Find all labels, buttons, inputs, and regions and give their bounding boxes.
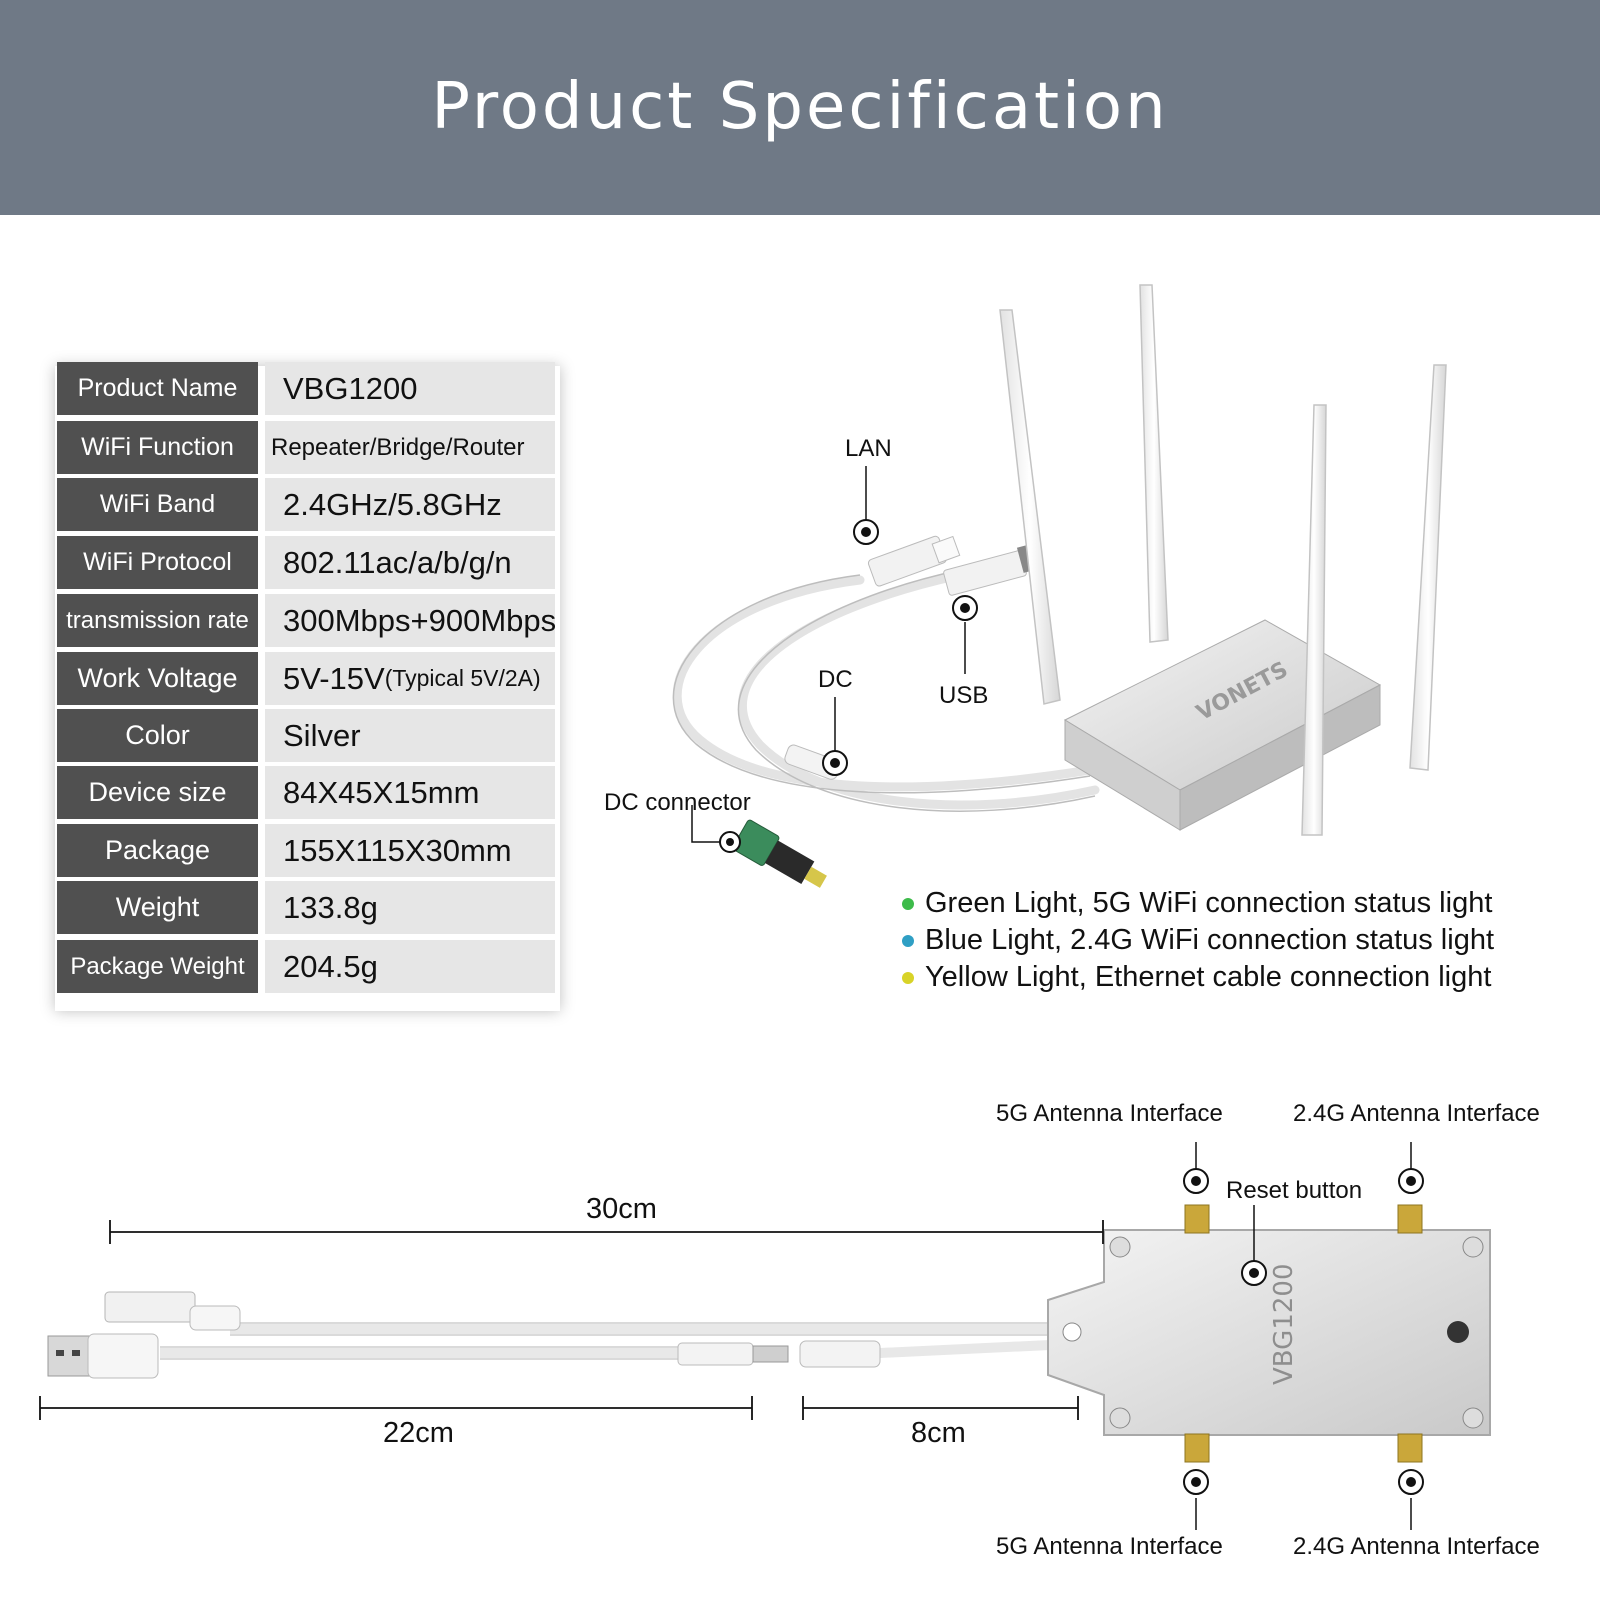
top-callout-lines	[691, 466, 966, 843]
antenna-5g-top-label: 5G Antenna Interface	[996, 1100, 1223, 1127]
antenna-24g-top-label: 2.4G Antenna Interface	[1293, 1100, 1540, 1127]
spec-label: Weight	[57, 881, 258, 934]
antenna-24g-bottom-label: 2.4G Antenna Interface	[1293, 1533, 1540, 1560]
spec-row-weight: Weight 133.8g	[55, 879, 560, 934]
spec-value: 802.11ac/a/b/g/n	[265, 536, 555, 589]
spec-value-main: 5V-15V	[283, 660, 385, 696]
top-callout-dots	[719, 519, 978, 853]
spec-value: 2.4GHz/5.8GHz	[265, 478, 555, 531]
antenna-3	[1301, 404, 1327, 836]
green-dot-icon	[902, 898, 914, 910]
antenna-2	[1139, 284, 1169, 643]
spec-row-product-name: Product Name VBG1200	[55, 360, 560, 415]
legend-item-yellow: Yellow Light, Ethernet cable connection …	[900, 959, 1494, 996]
spec-table: Product Name VBG1200 WiFi Function Repea…	[55, 362, 560, 1011]
spec-value: Silver	[265, 709, 555, 762]
dc-jack-pair-image	[677, 1340, 881, 1368]
usb-a-plug-image	[47, 1333, 159, 1379]
dimension-dc-cable: 8cm	[911, 1417, 966, 1449]
spec-row-work-voltage: Work Voltage 5V-15V(Typical 5V/2A)	[55, 650, 560, 705]
blue-dot-icon	[902, 935, 914, 947]
usb-label: USB	[939, 682, 989, 709]
spec-row-wifi-band: WiFi Band 2.4GHz/5.8GHz	[55, 476, 560, 531]
dimension-lines	[39, 1220, 1104, 1420]
spec-label: WiFi Band	[57, 478, 258, 531]
spec-label: Color	[57, 709, 258, 762]
antenna-images	[999, 284, 1447, 836]
legend-text: Yellow Light, Ethernet cable connection …	[925, 961, 1492, 993]
spec-row-wifi-protocol: WiFi Protocol 802.11ac/a/b/g/n	[55, 534, 560, 589]
lan-plug-image	[867, 535, 961, 587]
lights-legend: Green Light, 5G WiFi connection status l…	[900, 885, 1494, 996]
dimension-usb-cable: 22cm	[383, 1417, 454, 1449]
spec-label: Device size	[57, 766, 258, 819]
legend-item-blue: Blue Light, 2.4G WiFi connection status …	[900, 922, 1494, 959]
antenna-1	[999, 309, 1061, 705]
bottom-callout-dots	[1183, 1168, 1424, 1495]
spec-label: transmission rate	[57, 594, 258, 647]
router-body-image: VONETS	[1063, 619, 1382, 831]
legend-item-green: Green Light, 5G WiFi connection status l…	[900, 885, 1494, 922]
legend-text: Blue Light, 2.4G WiFi connection status …	[925, 924, 1495, 956]
spec-label: Package Weight	[57, 940, 258, 993]
router-model-label: VBG1200	[1269, 1264, 1299, 1385]
spec-row-device-size: Device size 84X45X15mm	[55, 764, 560, 819]
lan-label: LAN	[845, 435, 892, 462]
reset-button-label: Reset button	[1226, 1177, 1363, 1204]
spec-row-wifi-function: WiFi Function Repeater/Bridge/Router	[55, 419, 560, 474]
spec-label: Work Voltage	[57, 652, 258, 705]
spec-value: 204.5g	[265, 940, 555, 993]
dc-label: DC	[818, 666, 853, 693]
spec-row-package-weight: Package Weight 204.5g	[55, 938, 560, 993]
dc-connector-image	[732, 819, 827, 888]
spec-value: 133.8g	[265, 881, 555, 934]
spec-row-package: Package 155X115X30mm	[55, 822, 560, 877]
page-title: Product Specification	[431, 70, 1169, 144]
yellow-dot-icon	[902, 972, 914, 984]
spec-value: 5V-15V(Typical 5V/2A)	[265, 652, 555, 705]
spec-row-color: Color Silver	[55, 707, 560, 762]
spec-row-transmission-rate: transmission rate 300Mbps+900Mbps	[55, 592, 560, 647]
rj45-plug-image	[104, 1291, 241, 1331]
antenna-5g-bottom-label: 5G Antenna Interface	[996, 1533, 1223, 1560]
header-banner: Product Specification	[0, 0, 1600, 215]
router-topview-image: VBG1200	[1047, 1204, 1491, 1463]
spec-value: VBG1200	[265, 362, 555, 415]
bottom-callout-lines	[1195, 1142, 1412, 1530]
spec-value: 155X115X30mm	[265, 824, 555, 877]
legend-text: Green Light, 5G WiFi connection status l…	[925, 887, 1493, 919]
spec-label: Product Name	[57, 362, 258, 415]
dimension-total: 30cm	[586, 1193, 657, 1225]
router-cables	[672, 570, 1100, 810]
spec-value-note: (Typical 5V/2A)	[384, 665, 541, 691]
spec-label: Package	[57, 824, 258, 877]
spec-value: 300Mbps+900Mbps	[265, 594, 556, 647]
spec-value: Repeater/Bridge/Router	[265, 421, 555, 474]
antenna-4	[1409, 364, 1447, 771]
bottom-cables	[160, 1324, 1051, 1358]
spec-label: WiFi Protocol	[57, 536, 258, 589]
spec-label: WiFi Function	[57, 421, 258, 474]
dc-connector-label: DC connector	[604, 789, 751, 816]
router-cables-outline	[672, 569, 1096, 812]
spec-value: 84X45X15mm	[265, 766, 555, 819]
